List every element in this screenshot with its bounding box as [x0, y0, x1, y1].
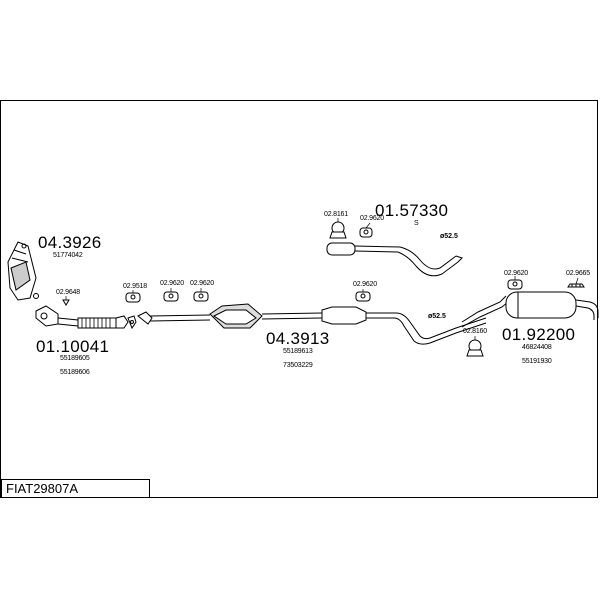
rubber-mount-icons [329, 221, 484, 357]
part-number: 01.10041 [36, 337, 110, 356]
fitting-number: 02.9665 [566, 270, 590, 277]
fitting-number: 02.8161 [324, 211, 348, 218]
part-reference: 73503229 [283, 362, 313, 369]
part-reference: 55189605 [60, 355, 90, 362]
pipe-diameter: ø52.5 [428, 313, 446, 320]
manifold-catalyst-drawing [7, 241, 39, 301]
part-number: 01.92200 [502, 325, 576, 344]
part-number: 01.57330 [375, 201, 449, 220]
part-reference: 55191930 [522, 358, 552, 365]
fitting-number: 02.9620 [360, 215, 384, 222]
part-reference: 55189606 [60, 369, 90, 376]
fitting-number: 02.8160 [463, 328, 487, 335]
part-reference: 55189613 [283, 348, 313, 355]
part-reference: 51774042 [53, 252, 83, 259]
intermediate-pipe-drawing [326, 242, 463, 277]
diagram-title: FIAT29807A [6, 481, 79, 496]
part-reference: 46824408 [522, 344, 552, 351]
front-pipe-drawing [35, 305, 137, 330]
pipe-diameter: ø52.5 [440, 233, 458, 240]
part-number: 04.3926 [38, 233, 102, 252]
fitting-number: 02.9648 [56, 289, 80, 296]
leader-lines [65, 218, 579, 340]
part-number: 04.3913 [266, 329, 330, 348]
fitting-number: 02.9518 [123, 283, 147, 290]
part-reference: S [414, 220, 419, 227]
rear-muffler-drawing [461, 291, 599, 328]
fitting-number: 02.9620 [190, 280, 214, 287]
fitting-number: 02.9620 [160, 280, 184, 287]
clamp-icons [125, 227, 585, 303]
fitting-number: 02.9620 [504, 270, 528, 277]
title-box: FIAT29807A [1, 479, 150, 498]
diagram-frame [0, 100, 598, 498]
fitting-number: 02.9620 [353, 281, 377, 288]
gasket-icon [62, 299, 70, 306]
middle-pipe-drawing [137, 303, 487, 345]
